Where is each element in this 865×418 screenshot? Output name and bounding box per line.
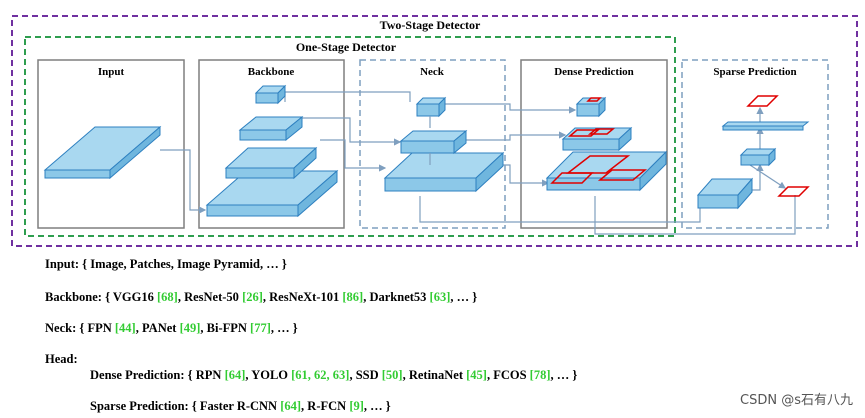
input-panel-title: Input (98, 66, 125, 78)
two-stage-detector-frame (11, 15, 858, 247)
dense-level-1 (545, 150, 668, 192)
legend-dense-line: Dense Prediction: { RPN [64], YOLO [61, … (90, 368, 578, 382)
sparse-prediction-panel (681, 59, 829, 229)
connector-arrows (160, 91, 796, 235)
legend-item: PANet (141, 321, 177, 335)
backbone-level-4 (254, 84, 287, 105)
legend-head-line: Head: (45, 352, 78, 367)
legend-item: R-FCN (307, 399, 347, 413)
legend-input-line: Input: { Image, Patches, Image Pyramid, … (45, 257, 287, 272)
legend-head-label: Head: (45, 352, 78, 366)
backbone-pyramid (205, 84, 339, 218)
legend-item: ResNeXt-101 (269, 290, 340, 304)
dense-prediction-panel-title: Dense Prediction (554, 66, 634, 78)
legend-item: ResNet-50 (184, 290, 239, 304)
legend-item: Darknet53 (369, 290, 427, 304)
legend-item: YOLO (251, 368, 288, 382)
legend-input-text: { Image, Patches, Image Pyramid, … } (82, 257, 287, 271)
legend-backbone-line: Backbone: { VGG16 [68], ResNet-50 [26], … (45, 290, 478, 304)
legend-ref: [64] (224, 368, 246, 382)
legend-ref: [49] (179, 321, 201, 335)
sparse-bounding-boxes (746, 95, 810, 197)
legend-ref: [77] (250, 321, 271, 335)
dense-prediction-pyramid (545, 96, 668, 192)
sparse-feature-block (739, 147, 777, 167)
sparse-prediction-panel-title: Sparse Prediction (713, 66, 796, 78)
one-stage-detector-title: One-Stage Detector (296, 40, 397, 54)
neck-panel-title: Neck (420, 66, 445, 78)
legend-ref: [78] (529, 368, 551, 382)
one-stage-detector-frame (24, 36, 676, 237)
legend-item: FCOS (493, 368, 527, 382)
backbone-level-2 (224, 146, 318, 180)
legend-sparse-line: Sparse Prediction: { Faster R-CNN [64], … (90, 399, 391, 413)
legend-neck-label: Neck: (45, 321, 77, 335)
input-image-block (43, 125, 162, 180)
neck-level-1 (383, 151, 505, 193)
legend-ref: [63] (429, 290, 451, 304)
legend-ref: [68] (157, 290, 178, 304)
dense-prediction-panel (520, 59, 668, 229)
two-stage-detector-title: Two-Stage Detector (380, 18, 481, 32)
input-panel (37, 59, 185, 229)
legend-ref: [61, 62, 63] (291, 368, 350, 382)
legend-ref: [26] (242, 290, 263, 304)
legend-item: RPN (195, 368, 222, 382)
legend-sparse-label: Sparse Prediction: (90, 399, 189, 413)
legend-neck-line: Neck: { FPN [44], PANet [49], Bi-FPN [77… (45, 321, 298, 335)
legend-item: SSD (355, 368, 379, 382)
legend-item: FPN (87, 321, 112, 335)
neck-panel (359, 59, 506, 229)
legend-dense-label: Dense Prediction: (90, 368, 185, 382)
legend-ref: [64] (280, 399, 302, 413)
neck-level-2 (399, 129, 468, 155)
detector-architecture-diagram: Two-Stage Detector One-Stage Detector In… (11, 15, 858, 247)
legend-item: VGG16 (112, 290, 154, 304)
backbone-panel-title: Backbone (248, 66, 295, 78)
legend-ref: [50] (381, 368, 403, 382)
dense-bounding-boxes (550, 97, 648, 184)
sparse-prediction-blocks (696, 121, 810, 210)
sparse-fc-layer (721, 121, 810, 131)
legend-item: Faster R-CNN (199, 399, 278, 413)
legend-item: RetinaNet (408, 368, 463, 382)
neck-pyramid (383, 96, 505, 193)
backbone-level-3 (238, 115, 304, 142)
backbone-panel (198, 59, 345, 229)
csdn-watermark: CSDN @s石有八九 (740, 393, 853, 408)
legend-ref: [44] (114, 321, 136, 335)
sparse-roi-block (696, 177, 754, 210)
legend-ref: [86] (342, 290, 364, 304)
neck-level-3 (415, 96, 447, 118)
legend-item: Bi-FPN (206, 321, 247, 335)
legend-ref: [9] (349, 399, 364, 413)
backbone-level-1 (205, 169, 339, 218)
legend-input-label: Input: (45, 257, 80, 271)
legend-ref: [45] (466, 368, 487, 382)
legend-backbone-label: Backbone: (45, 290, 102, 304)
